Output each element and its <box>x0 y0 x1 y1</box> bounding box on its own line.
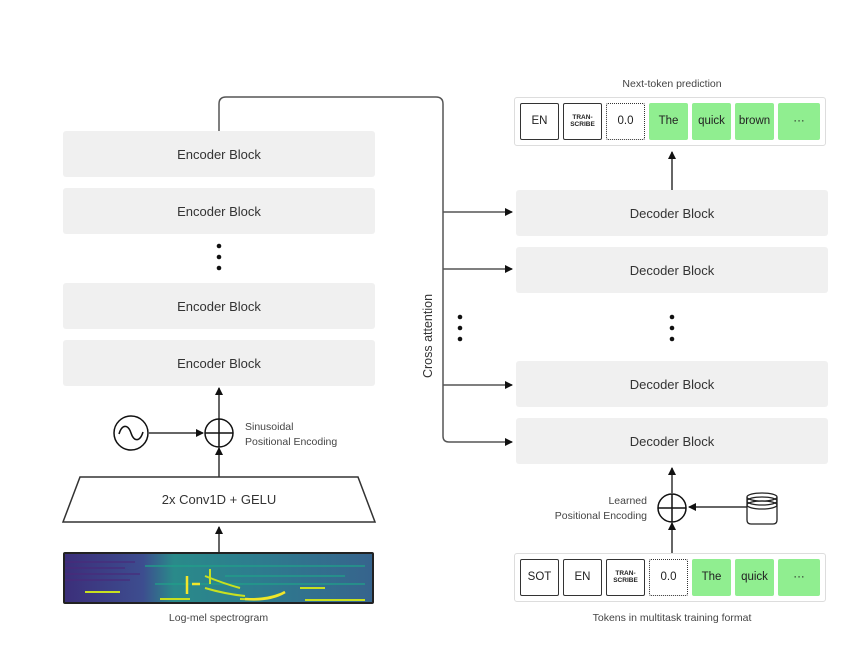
token: 0.0 <box>649 559 688 596</box>
conv-trapezoid <box>61 476 377 523</box>
conv-label: 2x Conv1D + GELU <box>161 492 277 507</box>
decoder-block: Decoder Block <box>516 361 828 407</box>
token: brown <box>735 103 774 140</box>
learned-label-line1: Learned <box>608 495 647 507</box>
token: TRAN- SCRIBE <box>606 559 645 596</box>
learned-encoding-label: Learned Positional Encoding <box>530 494 647 524</box>
token: EN <box>520 103 559 140</box>
sinusoidal-label-line2: Positional Encoding <box>245 436 338 448</box>
token: SOT <box>520 559 559 596</box>
token: ··· <box>778 103 820 140</box>
encoder-block-label: Encoder Block <box>177 146 261 162</box>
token: quick <box>735 559 774 596</box>
encoder-block: Encoder Block <box>63 131 375 177</box>
token: TRAN- SCRIBE <box>563 103 602 140</box>
decoder-block: Decoder Block <box>516 247 828 293</box>
encoder-add-icon <box>204 418 234 448</box>
encoder-block: Encoder Block <box>63 283 375 329</box>
cross-attention-label: Cross attention <box>421 293 435 379</box>
next-token-label: Next-token prediction <box>622 78 722 90</box>
token: quick <box>692 103 731 140</box>
encoder-output-line <box>218 96 513 446</box>
database-cylinder-icon <box>746 492 778 525</box>
input-tokens-label: Tokens in multitask training format <box>592 612 752 624</box>
sine-wave-icon <box>113 415 149 451</box>
log-mel-spectrogram <box>63 552 374 604</box>
sinusoidal-label-line1: Sinusoidal <box>245 421 294 433</box>
decoder-block-label: Decoder Block <box>629 376 715 392</box>
decoder-block-label: Decoder Block <box>629 205 715 221</box>
encoder-block: Encoder Block <box>63 188 375 234</box>
sinusoidal-encoding-label: Sinusoidal Positional Encoding <box>245 420 337 450</box>
decoder-block-label: Decoder Block <box>629 262 715 278</box>
token: The <box>692 559 731 596</box>
decoder-block: Decoder Block <box>516 190 828 236</box>
decoder-block-label: Decoder Block <box>629 433 715 449</box>
spectrogram-label: Log-mel spectrogram <box>168 612 269 624</box>
cross-attn-ellipsis-dots <box>457 314 463 342</box>
decoder-ellipsis-dots <box>669 314 675 342</box>
encoder-block-label: Encoder Block <box>177 355 261 371</box>
token: EN <box>563 559 602 596</box>
encoder-block: Encoder Block <box>63 340 375 386</box>
decoder-block: Decoder Block <box>516 418 828 464</box>
encoder-block-label: Encoder Block <box>177 298 261 314</box>
token: ··· <box>778 559 820 596</box>
token: The <box>649 103 688 140</box>
encoder-block-label: Encoder Block <box>177 203 261 219</box>
learned-label-line2: Positional Encoding <box>554 510 647 522</box>
token: 0.0 <box>606 103 645 140</box>
decoder-add-icon <box>657 493 687 523</box>
encoder-ellipsis-dots <box>216 243 222 271</box>
